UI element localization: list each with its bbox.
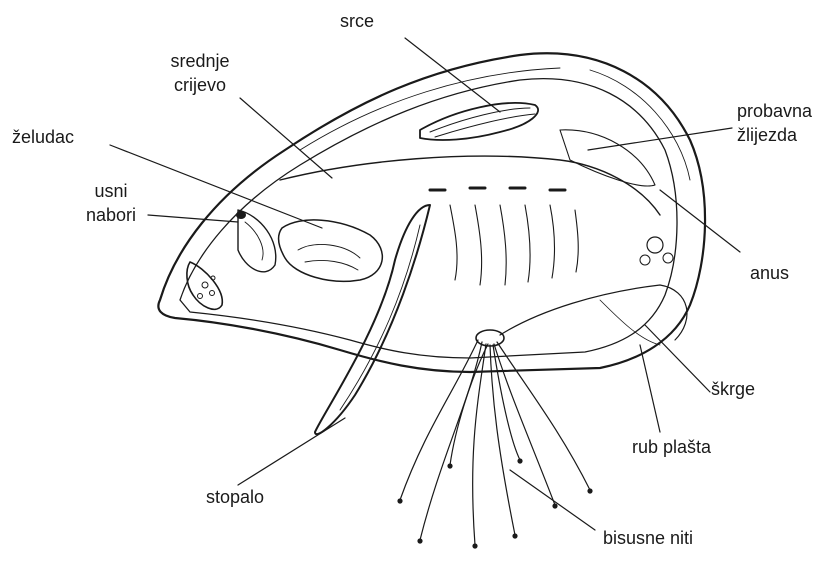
label-usni-nabori-line2: nabori: [76, 204, 146, 226]
label-srce: srce: [340, 10, 374, 32]
digestive-gland: [560, 130, 655, 186]
anterior-mouth: [187, 262, 222, 309]
label-probavna-zlijezda-line2: žlijezda: [737, 124, 797, 146]
label-bisusne-niti: bisusne niti: [603, 527, 693, 549]
label-srednje-crijevo-line2: crijevo: [160, 74, 240, 96]
stomach: [278, 220, 382, 281]
label-zeludac: želudac: [12, 126, 74, 148]
foot: [315, 205, 430, 434]
labial-palps: [238, 210, 276, 272]
label-srednje-crijevo-line1: srednje: [160, 50, 240, 72]
label-skrge: škrge: [711, 378, 755, 400]
intestine-band: [280, 156, 660, 215]
byssus-gland: [476, 330, 504, 346]
gill-lamellae: [450, 205, 578, 285]
label-usni-nabori-line1: usni: [76, 180, 146, 202]
label-stopalo: stopalo: [206, 486, 264, 508]
label-rub-plasta: rub plašta: [632, 436, 711, 458]
label-probavna-zlijezda-line1: probavna: [737, 100, 812, 122]
mantle-edge: [500, 285, 687, 340]
shell-growth-line: [590, 70, 690, 180]
label-anus: anus: [750, 262, 789, 284]
